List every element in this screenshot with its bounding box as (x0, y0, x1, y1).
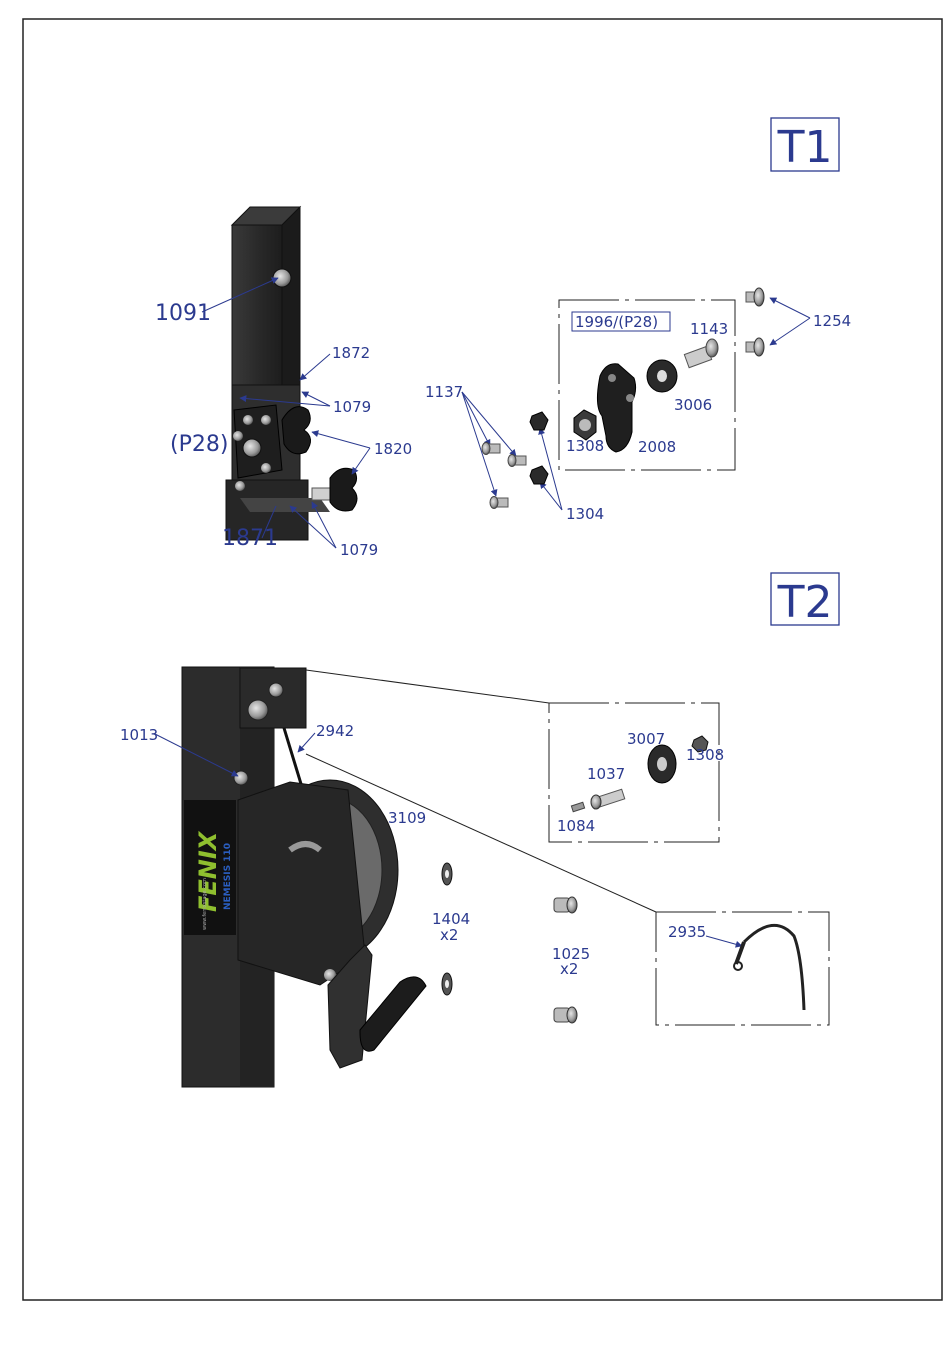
callout-1137: 1137 (425, 383, 463, 401)
callout-1091: 1091 (155, 301, 211, 326)
callout-1143: 1143 (690, 320, 728, 338)
callout-1304: 1304 (566, 505, 604, 523)
page-border (23, 19, 942, 1300)
crank-handle (360, 977, 426, 1051)
knob-1820-upper (282, 407, 311, 454)
callout-1079-lower: 1079 (340, 541, 378, 559)
model-text: NEMESIS 110 (223, 843, 233, 910)
callout-3007: 3007 (627, 730, 665, 748)
callout-1013: 1013 (120, 726, 158, 744)
callout-1308-t1: 1308 (566, 437, 604, 455)
section-t2: T2 FENIX NEMESIS 110 www.fenixstage.com (120, 573, 839, 1087)
callout-2942: 2942 (316, 722, 354, 740)
callout-1025-qty: x2 (560, 960, 578, 978)
t2-badge: T2 (777, 577, 833, 628)
callout-1820: 1820 (374, 440, 412, 458)
section-t1: T1 (155, 118, 851, 559)
winch-mast-drawing: FENIX NEMESIS 110 www.fenixstage.com (182, 667, 426, 1087)
callout-1872: 1872 (332, 344, 370, 362)
fasteners-1137-1304 (482, 412, 548, 509)
callout-3006: 3006 (674, 396, 712, 414)
detail-box-title: 1996/(P28) (575, 313, 658, 331)
bolt-1091 (273, 269, 291, 287)
callout-p28: (P28) (170, 432, 228, 457)
brand-logo-text: FENIX (194, 830, 222, 912)
callout-1037: 1037 (587, 765, 625, 783)
knob-1820-lower (330, 468, 357, 511)
callout-1254: 1254 (813, 312, 851, 330)
callout-1404-qty: x2 (440, 926, 458, 944)
cable-2935 (734, 925, 804, 1010)
callout-1871: 1871 (222, 526, 278, 551)
callout-2935: 2935 (668, 923, 706, 941)
bolts-1254 (746, 288, 764, 356)
website-text: www.fenixstage.com (202, 878, 208, 930)
callout-2008: 2008 (638, 438, 676, 456)
callout-1084: 1084 (557, 817, 595, 835)
bolt-1013 (234, 771, 248, 785)
telescopic-tube-drawing (226, 207, 357, 540)
callout-3109: 3109 (388, 809, 426, 827)
t1-badge: T1 (777, 122, 833, 173)
callout-1308-t2: 1308 (686, 746, 724, 764)
callout-1079-upper: 1079 (333, 398, 371, 416)
